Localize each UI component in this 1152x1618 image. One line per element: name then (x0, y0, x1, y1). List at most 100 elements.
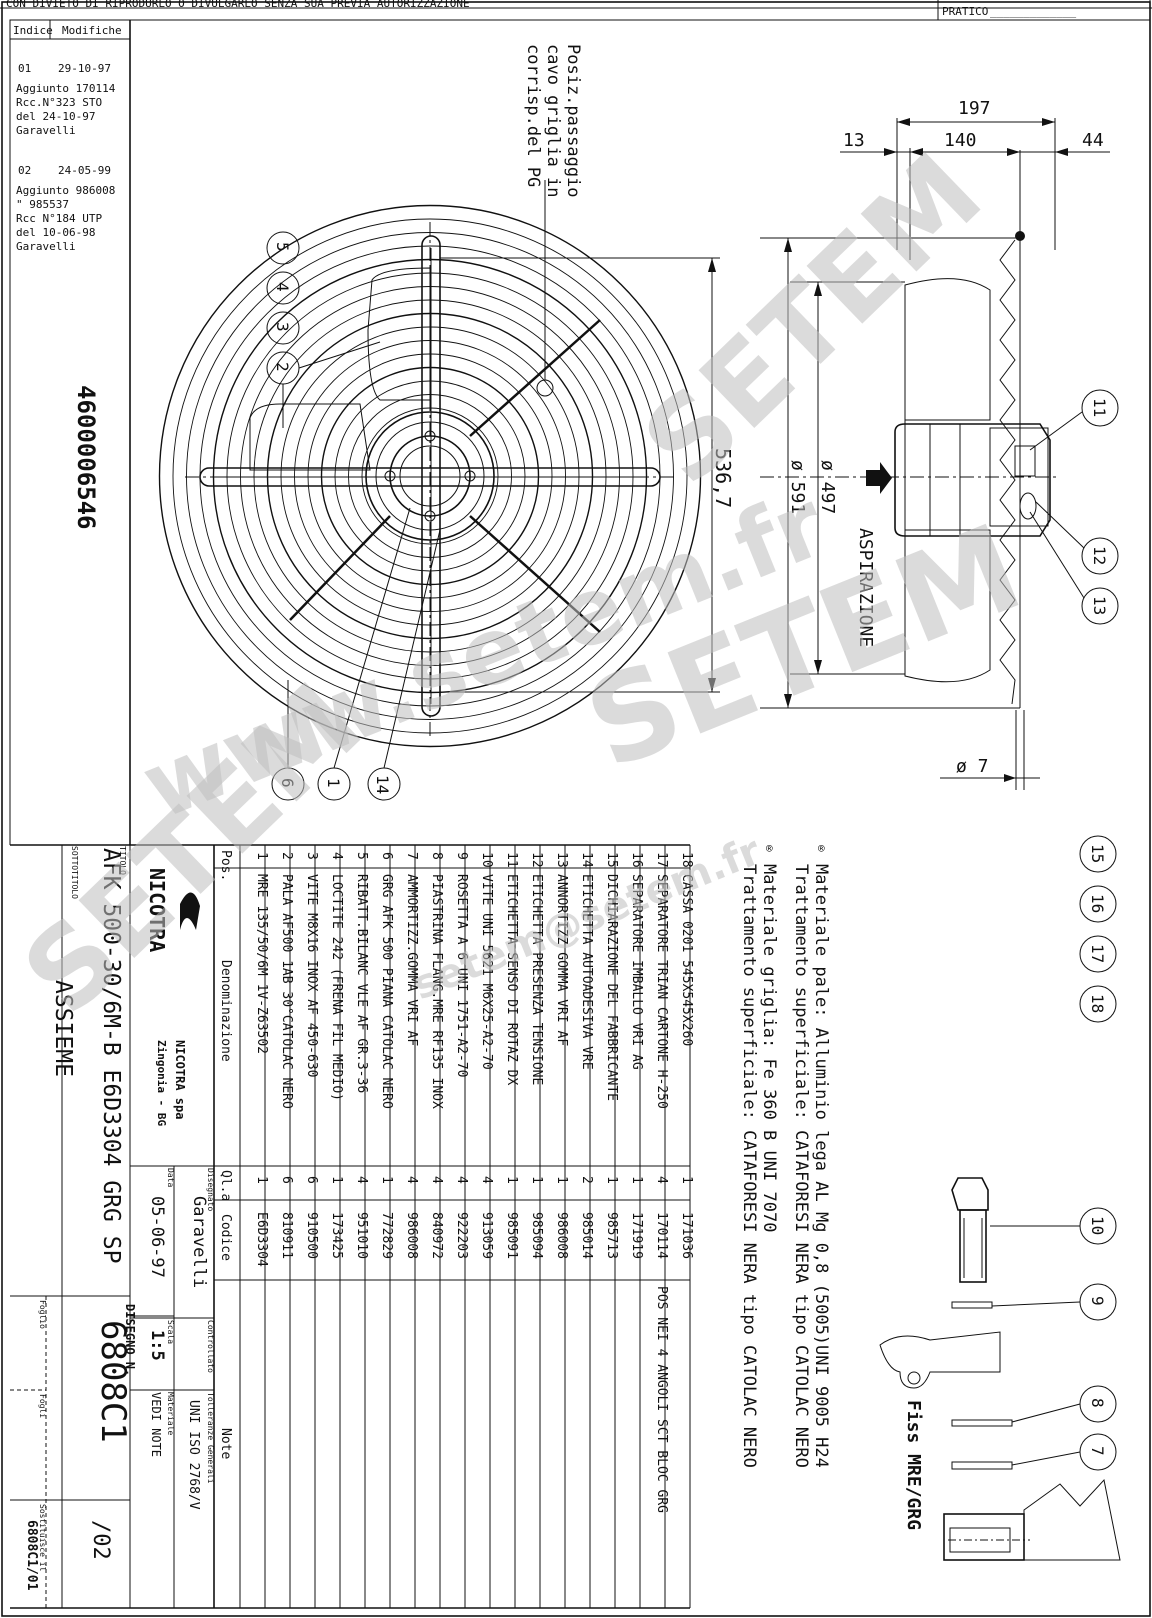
svg-text:Garavelli: Garavelli (16, 124, 76, 137)
svg-text:Sostituisce il: Sostituisce il (38, 1504, 47, 1572)
dimension-grid-height: 536,7 (440, 257, 735, 693)
svg-text:Controllato: Controllato (206, 1320, 215, 1373)
dimension-top: 197 13 140 44 (840, 98, 1110, 260)
bom-cell-qty: 1 (529, 1176, 544, 1184)
svg-text:Materiale pale: Alluminio lega: Materiale pale: Alluminio lega AL Mg 0,8… (811, 864, 831, 1468)
bom-cell-name: MRE 135/50/6M 1V-Z63502 (254, 874, 269, 1054)
svg-text:29-10-97: 29-10-97 (58, 62, 111, 75)
bom-cell-pos: 13 (554, 852, 569, 868)
svg-text:ø 591: ø 591 (787, 460, 808, 514)
bom-cell-code: 173425 (329, 1212, 344, 1259)
svg-text:6: 6 (278, 778, 297, 788)
cable-pass-note: Posiz.passaggio cavo griglia in corrisp.… (523, 44, 583, 198)
svg-text:Scala: Scala (166, 1320, 175, 1344)
svg-text:ø 497: ø 497 (817, 460, 838, 514)
svg-text:11: 11 (1090, 398, 1109, 417)
bom-cell-name: AMMORTIZZ.GOMMA VRI AF (404, 874, 419, 1046)
drawing-number: 6808C1 (93, 1320, 133, 1443)
svg-text:24-05-99: 24-05-99 (58, 164, 111, 177)
svg-text:14: 14 (373, 775, 392, 794)
revision-02: 02 24-05-99 Aggiunto 986008 " 985537 Rcc… (16, 164, 115, 253)
svg-text:1: 1 (324, 778, 343, 788)
title-text: AFK 500-30/6M-B E6D3304 GRG SP (98, 848, 124, 1263)
bom-cell-pos: 16 (629, 852, 644, 868)
svg-text:del 24-10-97: del 24-10-97 (16, 110, 95, 123)
bom-cell-code: 913059 (479, 1212, 494, 1259)
svg-text:Zingonia - BG: Zingonia - BG (155, 1040, 168, 1126)
svg-text:ø 7: ø 7 (956, 756, 989, 777)
svg-text:17: 17 (1088, 944, 1107, 963)
bom-cell-pos: 7 (404, 852, 419, 860)
svg-text:NICOTRA spa: NICOTRA spa (173, 1040, 187, 1119)
bom-cell-code: 951010 (354, 1212, 369, 1259)
balloons-front: 5 4 3 2 6 1 14 (266, 231, 441, 801)
svg-text:6808C1/01: 6808C1/01 (24, 1520, 39, 1591)
bom-cell-qty: 1 (554, 1176, 569, 1184)
svg-text:Fogli: Fogli (38, 1394, 47, 1418)
svg-text:SOTTOTITOLO: SOTTOTITOLO (70, 846, 79, 899)
svg-text:Trattamento superficiale: CATA: Trattamento superficiale: CATAFORESI NER… (739, 864, 759, 1468)
bom-cell-qty: 1 (504, 1176, 519, 1184)
bom-cell-qty: 1 (679, 1176, 694, 1184)
svg-text:®: ® (766, 842, 773, 855)
svg-text:13: 13 (1090, 596, 1109, 615)
dimension-diameters: ø 497 ø 591 ø 7 (760, 237, 1040, 790)
bom-cell-code: 840972 (429, 1212, 444, 1259)
svg-text:Tolleranze Generali: Tolleranze Generali (206, 1392, 215, 1484)
svg-text:3: 3 (273, 322, 292, 332)
company-logo: NICOTRA (145, 868, 169, 952)
revision-01: 01 29-10-97 Aggiunto 170114 Rcc.N°323 ST… (16, 62, 116, 137)
bom-cell-qty: 4 (479, 1176, 494, 1184)
svg-text:UNI ISO 2768/V: UNI ISO 2768/V (186, 1400, 201, 1510)
svg-text:corrisp.del PG: corrisp.del PG (523, 44, 543, 187)
title-block: NICOTRA NICOTRA spa Zingonia - BG TITOLO… (10, 845, 215, 1608)
front-view (158, 180, 702, 748)
svg-text:Disegnato: Disegnato (206, 1168, 215, 1212)
svg-text:16: 16 (1088, 894, 1107, 913)
bom-cell-code: 171919 (629, 1212, 644, 1259)
bom-cell-name: ROSETTA A 6 UNI 1751-A2-70 (454, 874, 469, 1078)
bom-cell-code: 171036 (679, 1212, 694, 1259)
svg-text:del 10-06-98: del 10-06-98 (16, 226, 95, 239)
bom-cell-name: RIBATT.BILANC VLE AF GR.3-36 (354, 874, 369, 1093)
bom-cell-qty: 4 (354, 1176, 369, 1184)
svg-text:01: 01 (18, 62, 31, 75)
svg-text:44: 44 (1082, 130, 1104, 151)
bom-cell-name: ETICHETTA PRESENZA TENSIONE (529, 874, 544, 1085)
side-view: ASPIRAZIONE (760, 231, 1060, 708)
svg-text:1:5: 1:5 (147, 1330, 167, 1361)
svg-text:Garavelli: Garavelli (16, 240, 76, 253)
bom-cell-name: PALA AF500 1AB 30°CATOLAC NERO (279, 874, 294, 1109)
svg-text:" 985537: " 985537 (16, 198, 69, 211)
material-notes: ® Materiale pale: Alluminio lega AL Mg 0… (739, 842, 831, 1468)
aspirazione-label: ASPIRAZIONE (855, 528, 876, 647)
bom-cell-qty: 6 (304, 1176, 319, 1184)
grid-ring (158, 204, 702, 748)
svg-text:5: 5 (273, 242, 292, 252)
bom-cell-pos: 8 (429, 852, 444, 860)
svg-text:TITOLO: TITOLO (118, 846, 127, 875)
svg-text:Rcc N°184 UTP: Rcc N°184 UTP (16, 212, 102, 225)
bom-cell-pos: 3 (304, 852, 319, 860)
bom-cell-name: SEPARATORE TRIAN CARTONE H-250 (654, 874, 669, 1109)
bom-cell-name: LOCTITE 242 (FRENA FIL MEDIO) (329, 874, 344, 1101)
svg-text:15: 15 (1088, 844, 1107, 863)
bom-cell-pos: 2 (279, 852, 294, 860)
bom-cell-name: GRG AFK 500 PIANA CATOLAC NERO (379, 874, 394, 1109)
svg-text:Foglio: Foglio (38, 1300, 47, 1329)
bom-cell-code: 910500 (304, 1212, 319, 1259)
bom-cell-qty: 1 (329, 1176, 344, 1184)
rev-col-changes: Modifiche (62, 24, 122, 37)
bom-cell-name: ETICHETTA SENSO DI ROTAZ DX (504, 874, 519, 1085)
bom-cell-pos: 6 (379, 852, 394, 860)
bom-cell-code: 986008 (554, 1212, 569, 1259)
bom-cell-code: 985094 (529, 1212, 544, 1259)
bom-cell-code: 986008 (404, 1212, 419, 1259)
svg-text:_____________: _____________ (990, 5, 1076, 18)
svg-text:DISEGNO N.: DISEGNO N. (123, 1304, 137, 1376)
svg-text:Materiale: Materiale (166, 1392, 175, 1436)
balloons-side: 11 12 13 15 16 17 18 (1029, 389, 1119, 1023)
bom-cell-pos: 11 (504, 852, 519, 868)
svg-text:10: 10 (1088, 1216, 1107, 1235)
svg-text:SETEM: SETEM (619, 129, 1006, 509)
